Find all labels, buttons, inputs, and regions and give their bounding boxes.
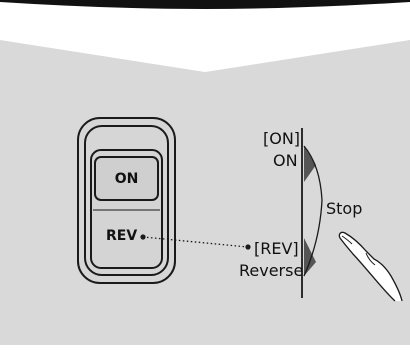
leader-start-dot — [140, 234, 145, 239]
on-bracket-label: [ON] — [263, 129, 300, 149]
rev-bracket-label: [REV] — [254, 239, 299, 259]
rocker-switch — [78, 118, 175, 283]
reverse-text-label: Reverse — [239, 261, 303, 281]
leader-end-dot — [245, 244, 250, 249]
rev-button-label: REV — [106, 227, 137, 245]
on-button-label: ON — [95, 170, 158, 188]
on-text-label: ON — [273, 151, 298, 171]
top-bar — [0, 0, 410, 9]
background-panel — [0, 40, 410, 345]
stop-label: Stop — [326, 199, 362, 219]
